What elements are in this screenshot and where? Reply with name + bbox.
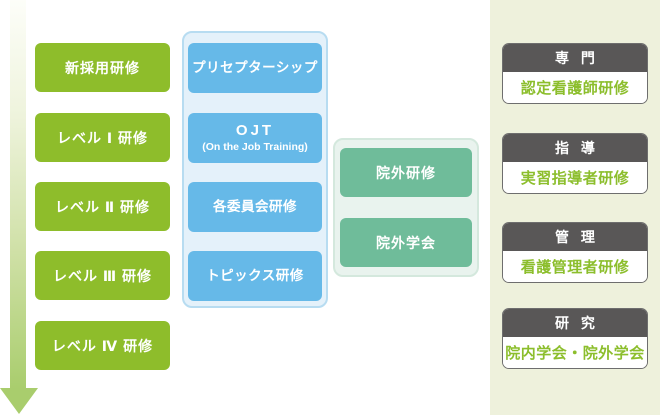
level-box-label: レベル Ⅳ 研修 — [51, 337, 154, 354]
specialty-card-shido: 指 導 実習指導者研修 — [502, 133, 648, 194]
level-box-new-hire: 新採用研修 — [35, 43, 170, 92]
level-box-level2: レベル Ⅱ 研修 — [35, 182, 170, 231]
progression-arrow-shaft — [10, 0, 26, 389]
inhouse-box-ojt: OJT (On the Job Training) — [188, 113, 322, 163]
specialty-card-category: 専 門 — [503, 44, 647, 72]
specialty-card-category: 研 究 — [503, 309, 647, 337]
external-box-conference: 院外学会 — [340, 218, 472, 267]
specialty-card-kanri: 管 理 看護管理者研修 — [502, 222, 648, 283]
inhouse-box-label: トピックス研修 — [206, 267, 304, 283]
inhouse-box-sublabel: (On the Job Training) — [202, 140, 308, 153]
level-box-level4: レベル Ⅳ 研修 — [35, 321, 170, 370]
specialty-card-category: 指 導 — [503, 134, 647, 162]
external-box-training: 院外研修 — [340, 148, 472, 197]
specialty-card-senmon: 専 門 認定看護師研修 — [502, 43, 648, 104]
inhouse-box-committee: 各委員会研修 — [188, 182, 322, 232]
level-box-label: レベル Ⅲ 研修 — [52, 267, 152, 284]
specialty-card-program: 院内学会・院外学会 — [503, 337, 647, 368]
specialty-card-category: 管 理 — [503, 223, 647, 251]
inhouse-box-topics: トピックス研修 — [188, 251, 322, 301]
inhouse-box-label: OJT — [235, 122, 275, 140]
external-box-label: 院外学会 — [376, 234, 436, 251]
specialty-card-program: 実習指導者研修 — [503, 162, 647, 193]
down-arrow-icon — [0, 388, 38, 414]
specialty-card-kenkyu: 研 究 院内学会・院外学会 — [502, 308, 648, 369]
inhouse-box-label: プリセプターシップ — [192, 59, 318, 75]
specialty-card-program: 看護管理者研修 — [503, 251, 647, 282]
inhouse-box-label: 各委員会研修 — [213, 198, 297, 214]
level-box-level3: レベル Ⅲ 研修 — [35, 251, 170, 300]
level-box-label: レベル Ⅰ 研修 — [57, 129, 148, 146]
level-box-label: レベル Ⅱ 研修 — [54, 198, 150, 215]
external-box-label: 院外研修 — [376, 164, 436, 181]
level-box-level1: レベル Ⅰ 研修 — [35, 113, 170, 162]
inhouse-box-preceptorship: プリセプターシップ — [188, 43, 322, 93]
specialty-card-program: 認定看護師研修 — [503, 72, 647, 103]
level-box-label: 新採用研修 — [65, 59, 140, 76]
